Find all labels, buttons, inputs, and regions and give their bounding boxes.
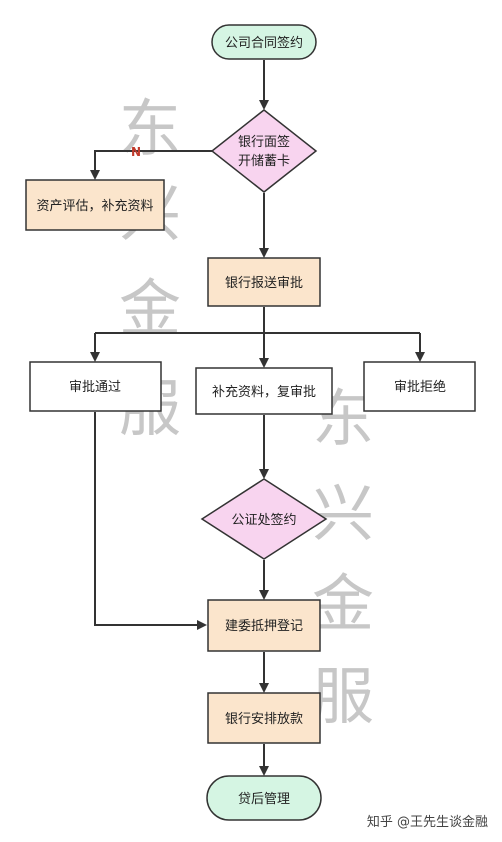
node-approved: 审批通过 xyxy=(29,361,162,412)
node-bank-sign-label-1: 银行面签 xyxy=(238,134,290,150)
node-start-label: 公司合同签约 xyxy=(225,35,303,51)
process-shape xyxy=(25,179,165,231)
node-notary-label: 公证处签约 xyxy=(231,512,296,528)
node-approved-label: 审批通过 xyxy=(69,380,121,395)
node-loan: 银行安排放款 xyxy=(207,692,321,744)
decision-shape xyxy=(210,109,318,193)
watermark-char: 金 xyxy=(119,272,181,345)
node-bank-sign-label-2: 开储蓄卡 xyxy=(238,154,290,169)
process-shape xyxy=(195,367,333,415)
node-asset-eval: 资产评估，补充资料 xyxy=(25,179,165,231)
node-rejected-label: 审批拒绝 xyxy=(394,379,446,395)
node-bank-submit-label: 银行报送审批 xyxy=(225,276,303,291)
edge-bank-sign-no-to-asset-eval xyxy=(90,150,212,180)
process-shape xyxy=(207,599,321,652)
edge-label-no: N xyxy=(131,145,141,159)
watermark-char: 服 xyxy=(312,660,374,733)
credit-watermark: 知乎 @王先生谈金融 xyxy=(367,814,488,830)
process-shape xyxy=(363,361,476,412)
watermark-char: 东 xyxy=(119,92,181,165)
node-supplement: 补充资料，复审批 xyxy=(195,367,333,415)
node-bank-sign: 银行面签 开储蓄卡 xyxy=(210,109,318,193)
watermark-char: 兴 xyxy=(312,477,374,550)
node-mortgage: 建委抵押登记 xyxy=(207,599,321,652)
node-supplement-label: 补充资料，复审批 xyxy=(212,384,316,400)
terminal-shape xyxy=(211,24,317,60)
terminal-shape xyxy=(206,775,322,821)
decision-shape xyxy=(200,478,328,560)
process-shape xyxy=(207,692,321,744)
node-start: 公司合同签约 xyxy=(211,24,317,60)
connectors xyxy=(90,60,425,776)
node-rejected: 审批拒绝 xyxy=(363,361,476,412)
node-loan-label: 银行安排放款 xyxy=(225,712,303,727)
node-end-label: 贷后管理 xyxy=(238,792,290,807)
node-mortgage-label: 建委抵押登记 xyxy=(225,619,303,634)
edge-approved-to-mortgage xyxy=(94,412,207,630)
watermark-char: 金 xyxy=(312,567,374,640)
node-bank-submit: 银行报送审批 xyxy=(207,257,321,307)
process-shape xyxy=(29,361,162,412)
node-notary: 公证处签约 xyxy=(200,478,328,560)
node-asset-eval-label: 资产评估，补充资料 xyxy=(36,198,153,214)
process-shape xyxy=(207,257,321,307)
node-end: 贷后管理 xyxy=(206,775,322,821)
